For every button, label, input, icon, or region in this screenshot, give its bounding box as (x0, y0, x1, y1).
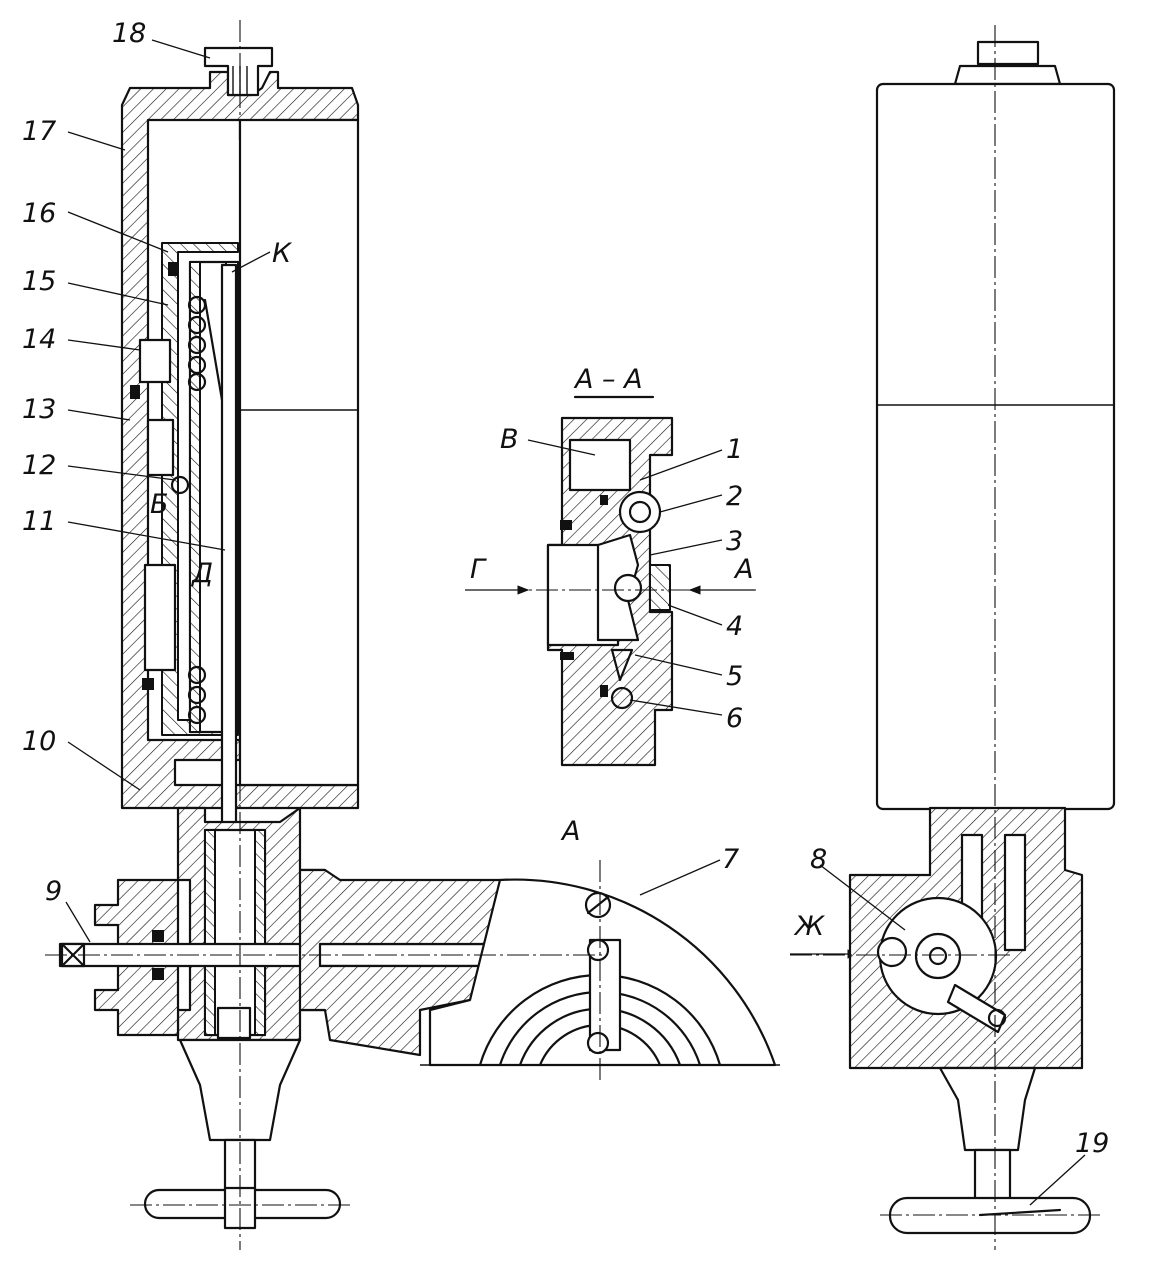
label-18: 18 (112, 18, 146, 49)
label-V: В (500, 424, 519, 455)
piston-body (146, 418, 175, 477)
sector-7 (420, 878, 780, 1067)
piston-seal (138, 338, 172, 384)
label-2: 2 (726, 481, 743, 512)
labels: 18 17 16 15 14 13 12 11 10 9 К Б Д В 1 2… (22, 18, 1109, 1159)
cylinder-outer-right (238, 118, 360, 787)
label-K: К (272, 238, 293, 269)
label-G: Г (470, 554, 487, 585)
piston-wall-left (189, 261, 201, 733)
label-A-arrow: А (733, 554, 753, 585)
label-5: 5 (726, 661, 743, 692)
label-8: 8 (810, 844, 827, 875)
label-B-cavity: Б (150, 489, 169, 520)
label-12: 12 (22, 450, 56, 481)
leader-lines (65, 39, 1086, 1206)
label-D-cavity: Д (191, 558, 213, 589)
right-spindle-cone (938, 1066, 1037, 1152)
label-A-view: А (560, 816, 580, 847)
label-11: 11 (22, 506, 56, 537)
label-14: 14 (22, 324, 56, 355)
label-16: 16 (22, 198, 56, 229)
valve-ball (613, 573, 643, 603)
label-9: 9 (45, 876, 62, 907)
section-title: А – А (573, 364, 643, 395)
right-side-view (848, 40, 1116, 1235)
center-lines (45, 20, 1100, 1250)
label-19: 19 (1075, 1128, 1109, 1159)
label-1: 1 (726, 434, 743, 465)
label-3: 3 (726, 526, 743, 557)
label-7: 7 (722, 844, 739, 875)
right-top-cap (976, 40, 1040, 66)
label-4: 4 (726, 611, 743, 642)
spring-top (187, 295, 224, 402)
label-10: 10 (22, 726, 56, 757)
label-13: 13 (22, 394, 56, 425)
label-Zh: Ж (793, 911, 825, 942)
section-a-a: А – А (546, 364, 674, 767)
label-17: 17 (22, 116, 56, 147)
piston-lower (143, 563, 177, 672)
label-6: 6 (726, 703, 743, 734)
spring-bottom (187, 665, 207, 725)
inner-sleeve (161, 242, 239, 736)
label-15: 15 (22, 266, 56, 297)
vent-screw (203, 46, 274, 97)
